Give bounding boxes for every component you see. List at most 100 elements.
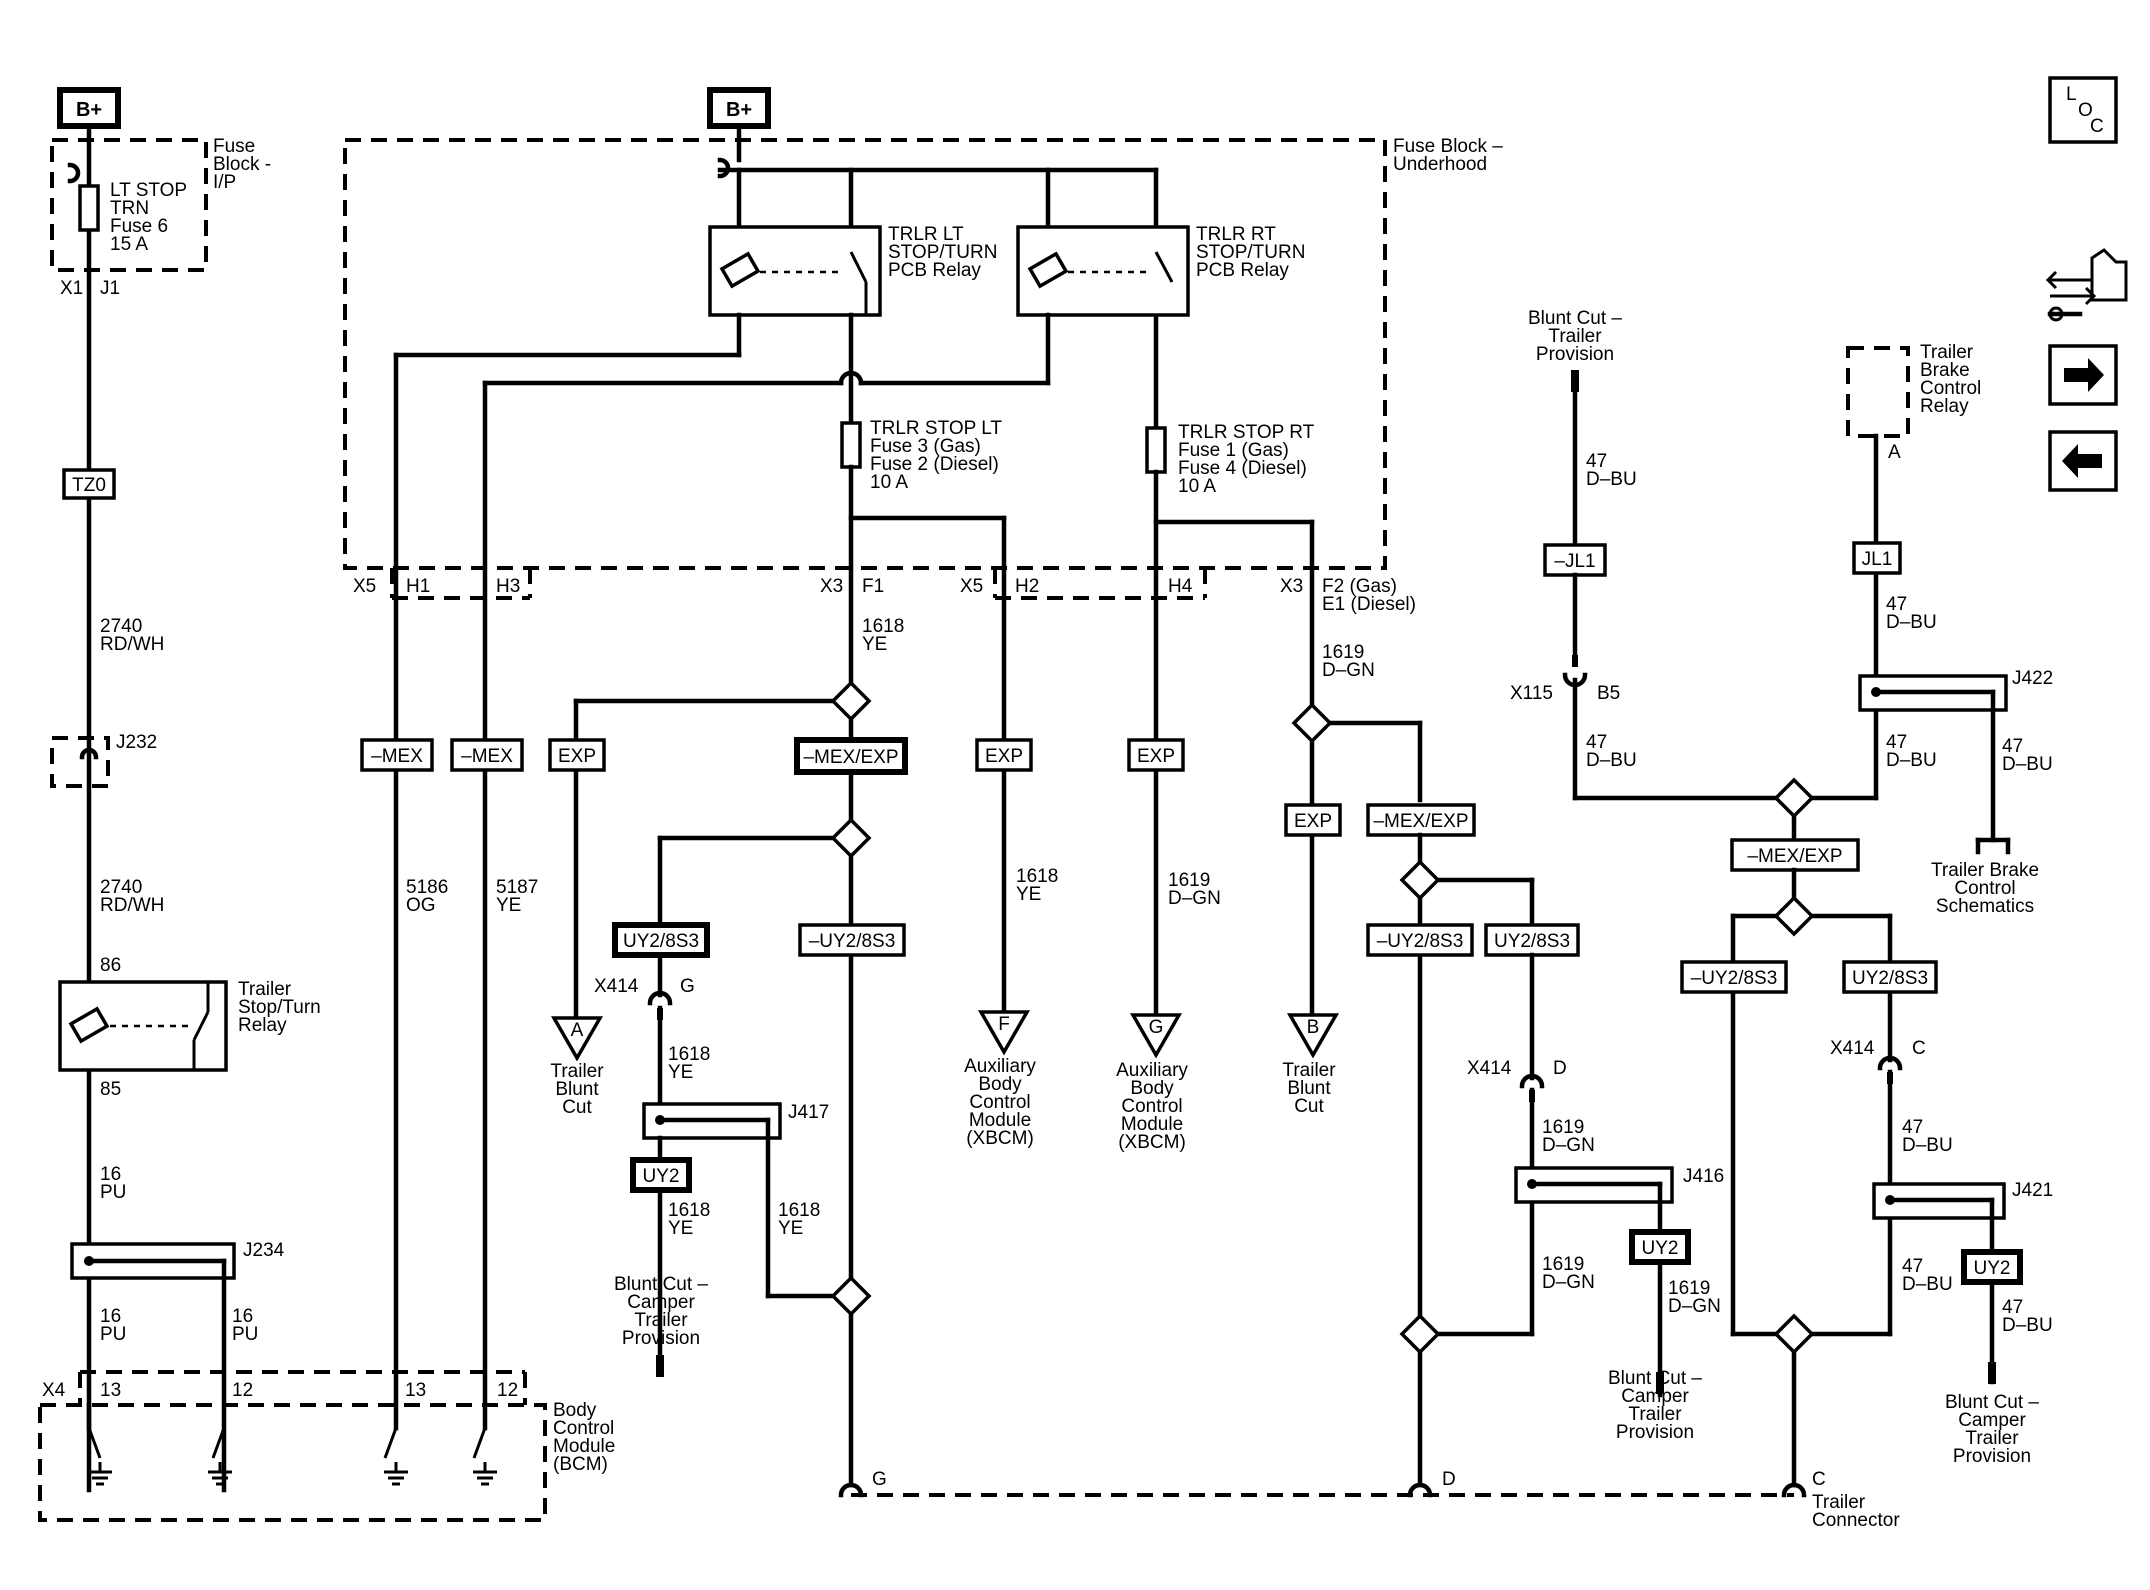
- svg-text:Module: Module: [553, 1436, 615, 1457]
- pin86-label: 86: [100, 955, 121, 976]
- relay-lt: [708, 225, 882, 317]
- svg-text:D–BU: D–BU: [1586, 750, 1637, 771]
- svg-text:Trailer: Trailer: [1812, 1492, 1866, 1513]
- svg-text:UY2: UY2: [1974, 1258, 2011, 1279]
- bcm-label: Body Control Module (BCM): [553, 1400, 615, 1475]
- svg-text:2740: 2740: [100, 616, 142, 637]
- svg-text:Trailer: Trailer: [1920, 342, 1974, 363]
- j1-label: J1: [100, 278, 120, 299]
- x3-f1-label: X3: [820, 576, 843, 597]
- svg-text:JL1: JL1: [1862, 549, 1893, 570]
- svg-text:1619: 1619: [1668, 1278, 1710, 1299]
- svg-text:Provision: Provision: [622, 1328, 700, 1349]
- svg-text:1619: 1619: [1322, 642, 1364, 663]
- dest-bc-camper-3: Blunt Cut – Camper Trailer Provision: [1945, 1392, 2039, 1467]
- wire-1618-c: 1618 YE: [668, 1200, 710, 1239]
- option-exp-2: EXP: [975, 738, 1033, 772]
- wire-5187: 5187 YE: [496, 877, 538, 916]
- svg-text:Fuse 1 (Gas): Fuse 1 (Gas): [1178, 440, 1289, 461]
- bottom-g-label: G: [872, 1469, 887, 1490]
- fuse-lt: [840, 421, 862, 469]
- fuse6: [78, 184, 100, 232]
- svg-text:47: 47: [1886, 594, 1907, 615]
- option-uy2-1: UY2: [630, 1157, 692, 1193]
- svg-text:Fuse: Fuse: [213, 136, 255, 157]
- back-arrow-button[interactable]: [2048, 430, 2118, 492]
- svg-text:47: 47: [2002, 736, 2023, 757]
- svg-text:D–BU: D–BU: [1902, 1135, 1953, 1156]
- wire-1619-d: 1619 D–GN: [1542, 1254, 1595, 1293]
- svg-text:PU: PU: [100, 1182, 126, 1203]
- option-nuy2-8s3-2: –UY2/8S3: [1366, 923, 1474, 957]
- trailer-relay-label: Trailer Stop/Turn Relay: [238, 979, 321, 1036]
- forward-arrow-button[interactable]: [2048, 344, 2118, 406]
- fuse-block-ip-label: Fuse Block - I/P: [213, 136, 271, 193]
- bottom-d-label: D: [1442, 1469, 1456, 1490]
- svg-text:Connector: Connector: [1812, 1510, 1900, 1531]
- svg-text:D–BU: D–BU: [1886, 612, 1937, 633]
- svg-text:E1 (Diesel): E1 (Diesel): [1322, 594, 1416, 615]
- option-nuy2-8s3-3: –UY2/8S3: [1680, 960, 1788, 994]
- svg-text:–MEX/EXP: –MEX/EXP: [1747, 846, 1842, 867]
- svg-text:YE: YE: [668, 1218, 693, 1239]
- svg-text:RD/WH: RD/WH: [100, 895, 164, 916]
- option-exp-3: EXP: [1127, 738, 1185, 772]
- svg-text:C: C: [2090, 116, 2104, 137]
- wire-2740-a: 2740 RD/WH: [100, 616, 164, 655]
- splice-1618-top: [830, 680, 872, 722]
- svg-text:UY2/8S3: UY2/8S3: [1494, 931, 1570, 952]
- svg-text:Cut: Cut: [562, 1097, 592, 1118]
- svg-text:16: 16: [100, 1164, 121, 1185]
- bottom-c-label: C: [1812, 1469, 1826, 1490]
- svg-text:1618: 1618: [778, 1200, 820, 1221]
- svg-text:5186: 5186: [406, 877, 448, 898]
- splice-1619-mid: [1399, 859, 1441, 901]
- svg-text:Blunt Cut –: Blunt Cut –: [1608, 1368, 1702, 1389]
- svg-text:TZ0: TZ0: [72, 475, 106, 496]
- h3-label: H3: [496, 576, 520, 597]
- splice-47-mid: [1773, 895, 1815, 937]
- svg-text:47: 47: [1886, 732, 1907, 753]
- svg-text:YE: YE: [496, 895, 521, 916]
- svg-text:–MEX/EXP: –MEX/EXP: [1373, 811, 1468, 832]
- wire-1618-b: 1618 YE: [668, 1044, 710, 1083]
- svg-text:EXP: EXP: [558, 746, 596, 767]
- x414-g-pin: G: [680, 976, 695, 997]
- relay-rt: [1016, 225, 1190, 317]
- j234-splice: [70, 1242, 236, 1280]
- j234-label: J234: [243, 1240, 285, 1261]
- option-jl1: JL1: [1852, 541, 1902, 575]
- svg-text:EXP: EXP: [1137, 746, 1175, 767]
- svg-text:TRLR LT: TRLR LT: [888, 224, 964, 245]
- svg-text:Auxiliary: Auxiliary: [1116, 1060, 1188, 1081]
- svg-text:A: A: [571, 1020, 584, 1041]
- svg-text:(BCM): (BCM): [553, 1454, 608, 1475]
- wire-47-e: 47 D–BU: [2002, 736, 2053, 775]
- wire-1619-e: 1619 D–GN: [1668, 1278, 1721, 1317]
- j416-label: J416: [1683, 1166, 1724, 1187]
- x115-label: X115: [1510, 683, 1553, 704]
- svg-text:Brake: Brake: [1920, 360, 1970, 381]
- fuse-rt-label: TRLR STOP RT Fuse 1 (Gas) Fuse 4 (Diesel…: [1178, 422, 1315, 497]
- svg-text:Trailer Brake: Trailer Brake: [1931, 860, 2039, 881]
- connector-icon[interactable]: [2045, 248, 2128, 322]
- j421-splice: [1872, 1182, 2006, 1220]
- svg-text:UY2: UY2: [643, 1166, 680, 1187]
- trailer-brake-relay: [1846, 346, 1910, 438]
- svg-text:OG: OG: [406, 895, 436, 916]
- fuse-block-underhood-label: Fuse Block – Underhood: [1393, 136, 1503, 175]
- svg-text:Blunt Cut –: Blunt Cut –: [1945, 1392, 2039, 1413]
- option-mex-2: –MEX: [450, 738, 524, 772]
- relay-lt-label: TRLR LT STOP/TURN PCB Relay: [888, 224, 997, 281]
- wire-47-d: 47 D–BU: [1886, 732, 1937, 771]
- svg-text:Fuse 6: Fuse 6: [110, 216, 168, 237]
- svg-text:Blunt Cut –: Blunt Cut –: [1528, 308, 1622, 329]
- svg-text:–UY2/8S3: –UY2/8S3: [1377, 931, 1464, 952]
- svg-text:B: B: [1307, 1017, 1320, 1038]
- svg-text:TRLR STOP RT: TRLR STOP RT: [1178, 422, 1315, 443]
- svg-text:D–GN: D–GN: [1542, 1135, 1595, 1156]
- dest-brake-schematics: Trailer Brake Control Schematics: [1931, 860, 2039, 917]
- svg-text:Control: Control: [1121, 1096, 1182, 1117]
- loc-button[interactable]: L O C: [2048, 76, 2118, 144]
